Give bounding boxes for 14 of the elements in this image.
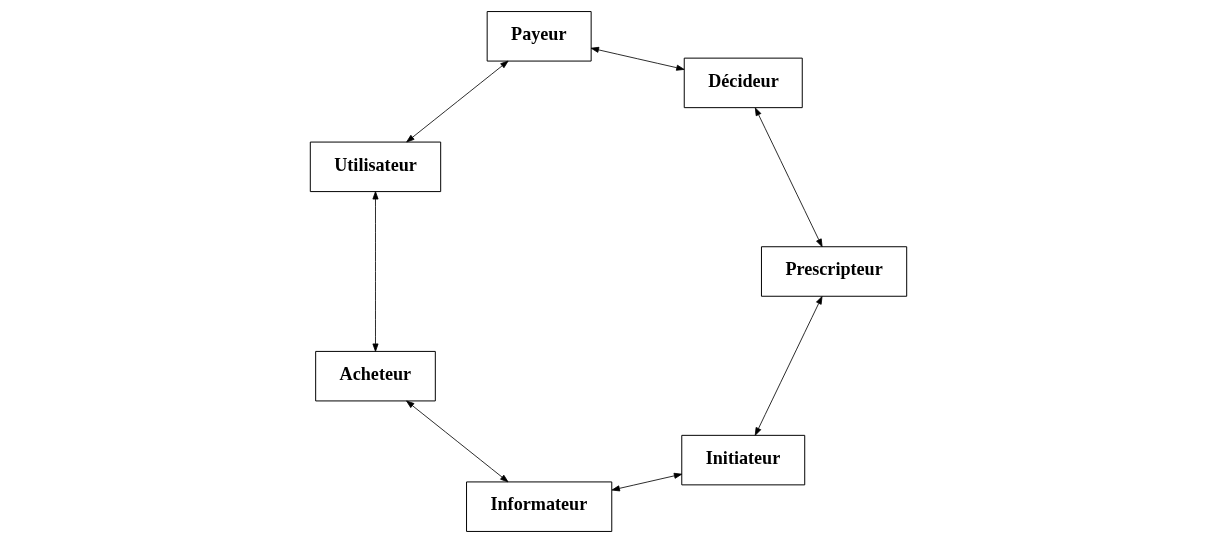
arrow <box>754 107 823 248</box>
node-box: Utilisateur <box>309 141 442 193</box>
node-box: Initiateur <box>681 434 806 486</box>
arrow <box>754 296 823 436</box>
node-box: Payeur <box>486 11 592 62</box>
node-box: Acheteur <box>315 350 436 402</box>
arrow <box>611 472 683 492</box>
node-box: Informateur <box>466 481 613 532</box>
node-box: Décideur <box>683 57 803 109</box>
arrow <box>590 46 685 71</box>
arrow <box>406 60 509 143</box>
arrow <box>372 191 379 352</box>
node-box: Prescripteur <box>760 246 908 297</box>
arrow <box>406 400 509 483</box>
